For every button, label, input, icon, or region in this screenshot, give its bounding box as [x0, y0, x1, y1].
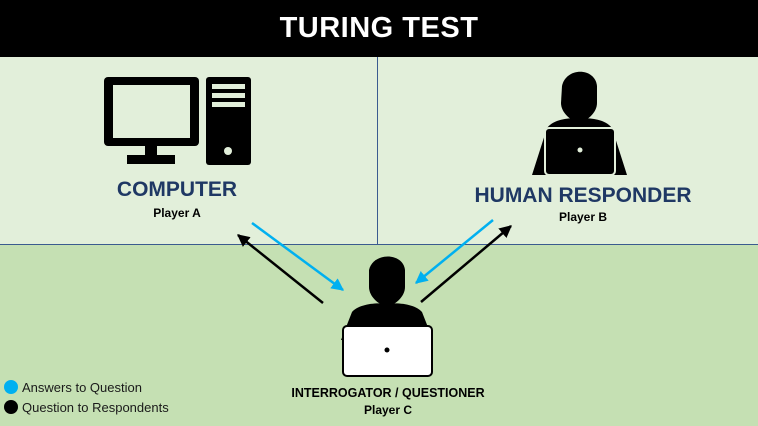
answer-arrow-from-human [415, 219, 494, 284]
answer-arrow-from-computer [251, 221, 345, 292]
legend-item-answers: Answers to Question [4, 377, 169, 397]
legend-item-questions: Question to Respondents [4, 397, 169, 417]
header-bar: TURING TEST [0, 0, 758, 58]
player-c-role: INTERROGATOR / QUESTIONER [291, 386, 485, 400]
player-b-role: HUMAN RESPONDER [474, 184, 692, 207]
diagram-title: TURING TEST [279, 12, 479, 44]
question-arrow-to-computer [237, 234, 324, 304]
player-c-label: Player C [363, 403, 413, 417]
desktop-computer-icon [104, 77, 251, 165]
legend-label: Question to Respondents [22, 399, 169, 415]
question-arrow-to-human [420, 225, 512, 303]
player-a-role: COMPUTER [116, 178, 238, 201]
legend: Answers to Question Question to Responde… [4, 377, 169, 417]
person-at-laptop-icon [532, 71, 627, 176]
blue-dot-icon [4, 380, 18, 394]
legend-label: Answers to Question [22, 379, 142, 395]
black-dot-icon [4, 400, 18, 414]
player-b-label: Player B [558, 210, 608, 224]
person-at-laptop-icon [341, 256, 433, 377]
player-a-label: Player A [153, 206, 201, 220]
